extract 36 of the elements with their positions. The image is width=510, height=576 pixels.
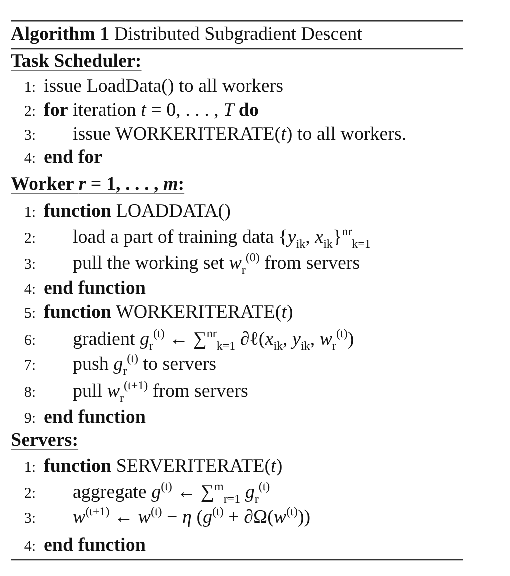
- code-line: for iteration t = 0, . . . , T do: [44, 100, 259, 122]
- algorithm-title: Algorithm 1 Distributed Subgradient Descent: [11, 24, 362, 46]
- section-heading: Servers:: [11, 430, 79, 452]
- line-number: 1:: [23, 459, 36, 478]
- line-number: 8:: [23, 384, 36, 403]
- line-number: 3:: [23, 510, 36, 529]
- line-number: 1:: [23, 204, 36, 223]
- code-keyword: end function: [44, 535, 146, 557]
- code-line: pull the working set w$_{r}$$^{(0)}$ from servers: [73, 253, 360, 275]
- code-keyword: end function: [44, 407, 146, 429]
- section-heading: Task Scheduler:: [11, 51, 142, 73]
- line-number: 3:: [23, 256, 36, 275]
- code-line: function LOADDATA(): [44, 201, 231, 223]
- code-line: gradient g$_{r}$$^{(t)}$ ← ∑$^{nr}$$_{k=1}$ ∂ℓ(x$_{ik}$, y$_{ik}$, w$_{r}$$^{(t)}$): [73, 329, 354, 351]
- code-keyword: end function: [44, 278, 146, 300]
- line-number: 2:: [23, 103, 36, 122]
- line-number: 3:: [23, 127, 36, 146]
- line-number: 4:: [23, 281, 36, 300]
- line-number: 7:: [23, 357, 36, 376]
- line-number: 9:: [23, 410, 36, 429]
- line-number: 6:: [23, 332, 36, 351]
- code-line: push g$_{r}$$^{(t)}$ to servers: [73, 354, 217, 376]
- line-number: 4:: [23, 538, 36, 557]
- code-line: issue LoadData() to all workers: [44, 76, 284, 98]
- line-number: 2:: [23, 485, 36, 504]
- code-keyword: end for: [44, 147, 103, 169]
- code-line: pull w$_{r}$$^{(t+1)}$ from servers: [73, 381, 248, 403]
- code-line: issue WORKERITERATE(t) to all workers.: [73, 124, 407, 146]
- code-line: function WORKERITERATE(t): [44, 302, 294, 324]
- section-heading: Worker r = 1, . . . , m:: [11, 174, 185, 196]
- code-line: function SERVERITERATE(t): [44, 456, 283, 478]
- line-number: 2:: [23, 230, 36, 249]
- line-number: 4:: [23, 150, 36, 169]
- code-line: w$^{(t+1)}$ ← w$^{(t)}$ − η (g$^{(t)}$ + ∂Ω(w$^{(t)}$)): [73, 507, 311, 529]
- line-number: 1:: [23, 79, 36, 98]
- line-number: 5:: [23, 305, 36, 324]
